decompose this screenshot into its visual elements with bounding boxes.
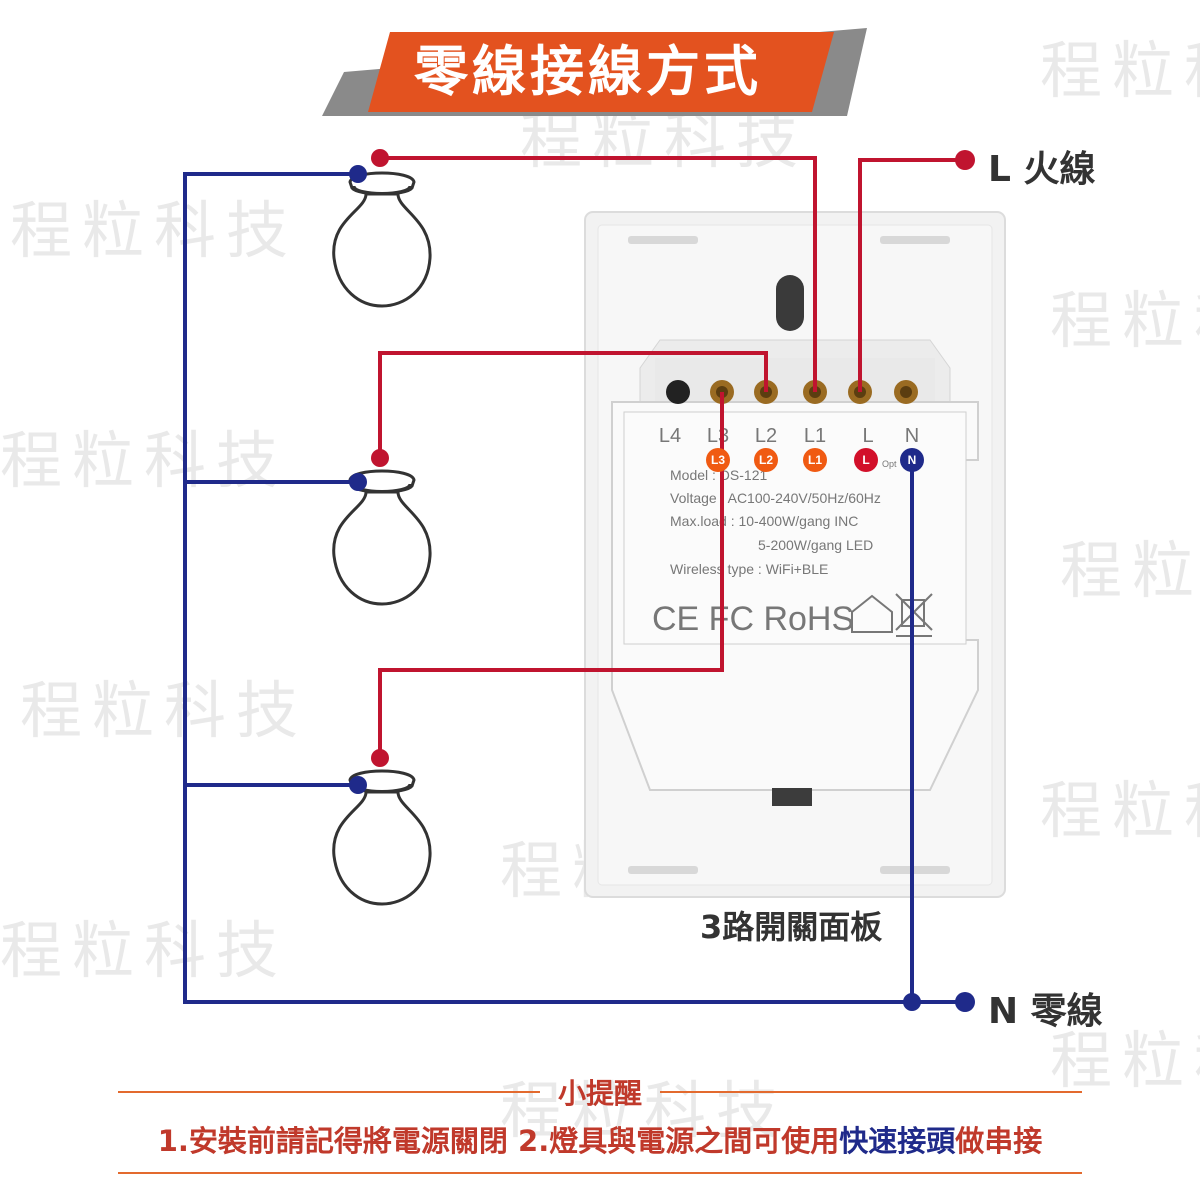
neutral-wire-label: N 零線 [988, 991, 1103, 1032]
tip-heading: 小提醒 [557, 1077, 642, 1110]
connection-dots [349, 149, 975, 1012]
tip-body: 1.安裝前請記得將電源關閉 2.燈具與電源之間可使用快速接頭做串接 [0, 1118, 1200, 1160]
terminal-label-l1: L1 [804, 425, 826, 447]
spec-wireless: Wireless type : WiFi+BLE [670, 561, 828, 577]
bulb-2 [332, 469, 432, 606]
spec-maxload-led: 5-200W/gang LED [758, 537, 873, 553]
tip-divider-left [118, 1091, 540, 1093]
badge-l1: L1 [808, 453, 822, 467]
badge-l: L [862, 453, 869, 467]
tip-part-1: 1.安裝前請記得將電源關閉 2.燈具與電源之間可使用 [157, 1124, 840, 1158]
spec-model: Model : DS-121 [670, 467, 767, 483]
panel-caption: 3路開關面板 [700, 908, 883, 946]
house-icon [851, 594, 893, 633]
live-terminal-dot [955, 150, 975, 170]
tip-divider-bottom [118, 1172, 1082, 1174]
wiring-diagram: L4 L3 L2 L1 L N Model : DS-121 Opt Volta… [183, 149, 1006, 1012]
title-banner [322, 28, 867, 116]
bulb-1 [332, 171, 432, 308]
terminal-label-l: L [862, 425, 873, 447]
neutral-terminal-dot [955, 992, 975, 1012]
bulb-3 [332, 769, 432, 906]
terminal-label-l2: L2 [755, 425, 777, 447]
terminal-label-l4: L4 [659, 425, 681, 447]
neutral-wiring [183, 172, 963, 1004]
terminal-label-n: N [905, 425, 919, 447]
spec-model-suffix: Opt [882, 459, 897, 469]
badge-n: N [908, 453, 917, 467]
tip-divider-right [660, 1091, 1082, 1093]
terminal-badges: L3 L2 L1 L N [706, 448, 924, 472]
cert-marks: CE FC RoHS [652, 600, 854, 638]
badge-l3: L3 [711, 453, 725, 467]
switch-panel [584, 211, 1006, 898]
spec-voltage: Voltage : AC100-240V/50Hz/60Hz [670, 490, 881, 506]
badge-l2: L2 [759, 453, 773, 467]
tip-part-2: 做串接 [955, 1124, 1043, 1158]
spec-maxload-inc: Max.load : 10-400W/gang INC [670, 513, 858, 529]
tip-highlight: 快速接頭 [839, 1124, 956, 1158]
spec-text: Model : DS-121 Opt Voltage : AC100-240V/… [652, 459, 933, 638]
live-wire-label: L 火線 [988, 149, 1096, 190]
live-wiring [378, 156, 963, 758]
page-title: 零線接線方式 [414, 40, 762, 103]
terminal-label-l3: L3 [707, 425, 729, 447]
